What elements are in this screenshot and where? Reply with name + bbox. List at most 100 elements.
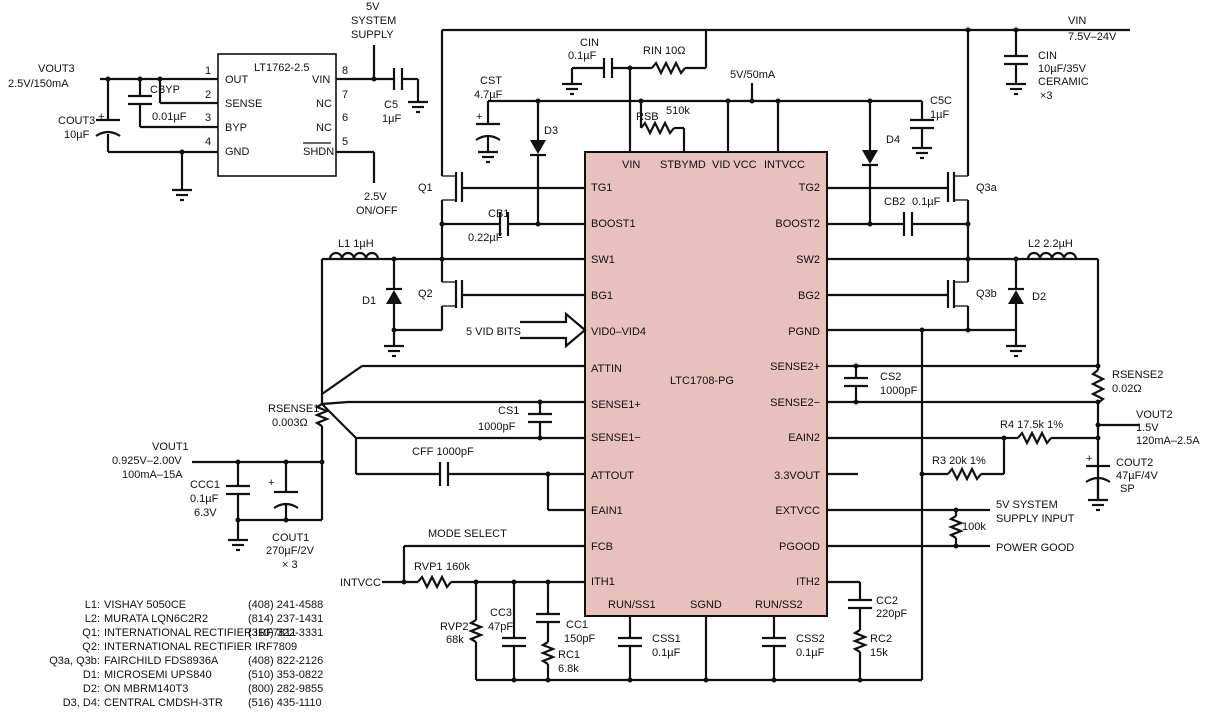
svg-text:NC: NC [316,98,332,110]
left-power-stage [320,172,585,394]
cb2-value: 0.1µF [912,196,941,208]
q1-label: Q1 [418,182,433,194]
bootstrap-diodes [530,101,878,224]
svg-text:SHDN: SHDN [303,146,334,158]
cin-bulk-count: ×3 [1040,90,1053,102]
svg-text:SW2: SW2 [796,254,820,266]
extvcc-pgood [827,507,990,549]
cst-plus: + [476,111,482,123]
bom-ref: L2: [85,613,100,625]
bom-ref: L1: [85,599,100,611]
bom-part: INTERNATIONAL RECTIFIER IRF7811 [104,627,296,639]
rin-label: RIN 10Ω [643,45,685,57]
cin-small-label: CIN [580,37,599,49]
shdn-label-2: ON/OFF [356,205,398,217]
vin-filter [562,58,706,152]
rc2-label: RC2 [870,633,892,645]
svg-text:VIN: VIN [312,74,330,86]
c5c-value: 1µF [930,109,949,121]
vout3-label: VOUT3 [38,63,75,75]
regulator-name: LT1762-2.5 [254,62,309,74]
ic-top-pins: VIN STBYMD VID VCC INTVCC [622,159,805,171]
rsb-label: RSB [636,111,659,123]
c5-value: 1µF [382,113,401,125]
svg-text:SENSE1−: SENSE1− [591,432,641,444]
cst-label: CST [480,75,502,87]
rvp1-value: 160k [446,561,470,573]
rsense2-label: RSENSE2 [1112,369,1163,381]
svg-text:EXTVCC: EXTVCC [775,505,820,517]
svg-text:RUN/SS1: RUN/SS1 [608,599,656,611]
svg-text:SENSE: SENSE [225,98,262,110]
svg-text:7: 7 [342,89,348,101]
sys5v-label-3: SUPPLY [351,29,394,41]
lt1762-body [217,53,337,177]
bom-part: VISHAY 5050CE [104,599,186,611]
fcb-mode [382,544,642,683]
svg-text:2: 2 [205,89,211,101]
svg-text:BG2: BG2 [798,290,820,302]
cc1-value: 150pF [564,633,595,645]
cbyp-label: CBYP [150,84,180,96]
css1-value: 0.1µF [652,647,681,659]
cs2-value: 1000pF [880,385,918,397]
q2-label: Q2 [418,288,433,300]
bom-part: ON MBRM140T3 [104,683,188,695]
svg-text:SENSE2−: SENSE2− [770,397,820,409]
rsb-value: 510k [666,105,690,117]
css1-label: CSS1 [652,633,681,645]
bom-phone: (516) 435-1110 [248,697,322,709]
c5-label: C5 [384,99,398,111]
svg-text:ITH2: ITH2 [796,576,820,588]
cout1-value: 270µF/2V [266,545,315,557]
css2-label: CSS2 [796,633,825,645]
vout3-value: 2.5V/150mA [8,78,69,90]
cbyp-value: 0.01µF [152,111,187,123]
bom-phone: (814) 237-1431 [248,613,323,625]
bom-part: MICROSEMI UPS840 [104,669,212,681]
cc3-label: CC3 [490,607,512,619]
cst-value: 4.7µF [474,89,503,101]
r4-label: R4 17.5k 1% [1000,419,1063,431]
svg-text:PGND: PGND [788,326,820,338]
bom-ref: D1: [83,669,100,681]
d3-label: D3 [544,125,558,137]
sys5v-input-1: 5V SYSTEM [996,499,1058,511]
vout2-current: 120mA–2.5A [1136,435,1200,447]
cin-bulk-type: CERAMIC [1038,76,1089,88]
svg-text:INTVCC: INTVCC [764,159,805,171]
bom-ref: Q3a, Q3b: [49,655,100,667]
cff-label: CFF 1000pF [412,446,474,458]
r100k-label: 100k [962,521,986,533]
svg-text:3.3VOUT: 3.3VOUT [774,470,820,482]
svg-text:SENSE2+: SENSE2+ [770,361,820,373]
l1-label: L1 1µH [338,238,374,250]
cout3-plus: + [98,111,104,123]
svg-text:FCB: FCB [591,541,613,553]
ic-bottom-pins: RUN/SS1 SGND RUN/SS2 [608,599,803,611]
cb2-label: CB2 [884,196,905,208]
ic-left-pins: TG1 BOOST1 SW1 BG1 VID0–VID4 ATTIN SENSE… [591,182,646,588]
cout2-label: COUT2 [1116,457,1153,469]
ith2-compensation [762,580,872,683]
rvp2-label: RVP2 [440,621,469,633]
rsense1-value: 0.003Ω [272,417,308,429]
bom-ref: D3, D4: [63,697,100,709]
d4-label: D4 [886,134,900,146]
q3a-label: Q3a [976,182,998,194]
cc3-value: 47pF [488,621,513,633]
cout2-plus: + [1086,453,1092,465]
cout1-label: COUT1 [272,532,309,544]
intvcc-label: INTVCC [340,577,381,589]
rvp1-label: RVP1 [414,561,443,573]
bom-ref: Q2: [82,641,100,653]
cout3-label: COUT3 [58,115,95,127]
svg-text:5: 5 [342,136,348,148]
d2-label: D2 [1032,291,1046,303]
bom-list: L1: VISHAY 5050CE (408) 241-4588 L2: MUR… [49,599,323,709]
rvp2-value: 68k [446,634,464,646]
l2-label: L2 2.2µH [1028,238,1073,250]
svg-text:NC: NC [316,122,332,134]
shdn-label-1: 2.5V [364,191,387,203]
svg-text:4: 4 [205,136,211,148]
